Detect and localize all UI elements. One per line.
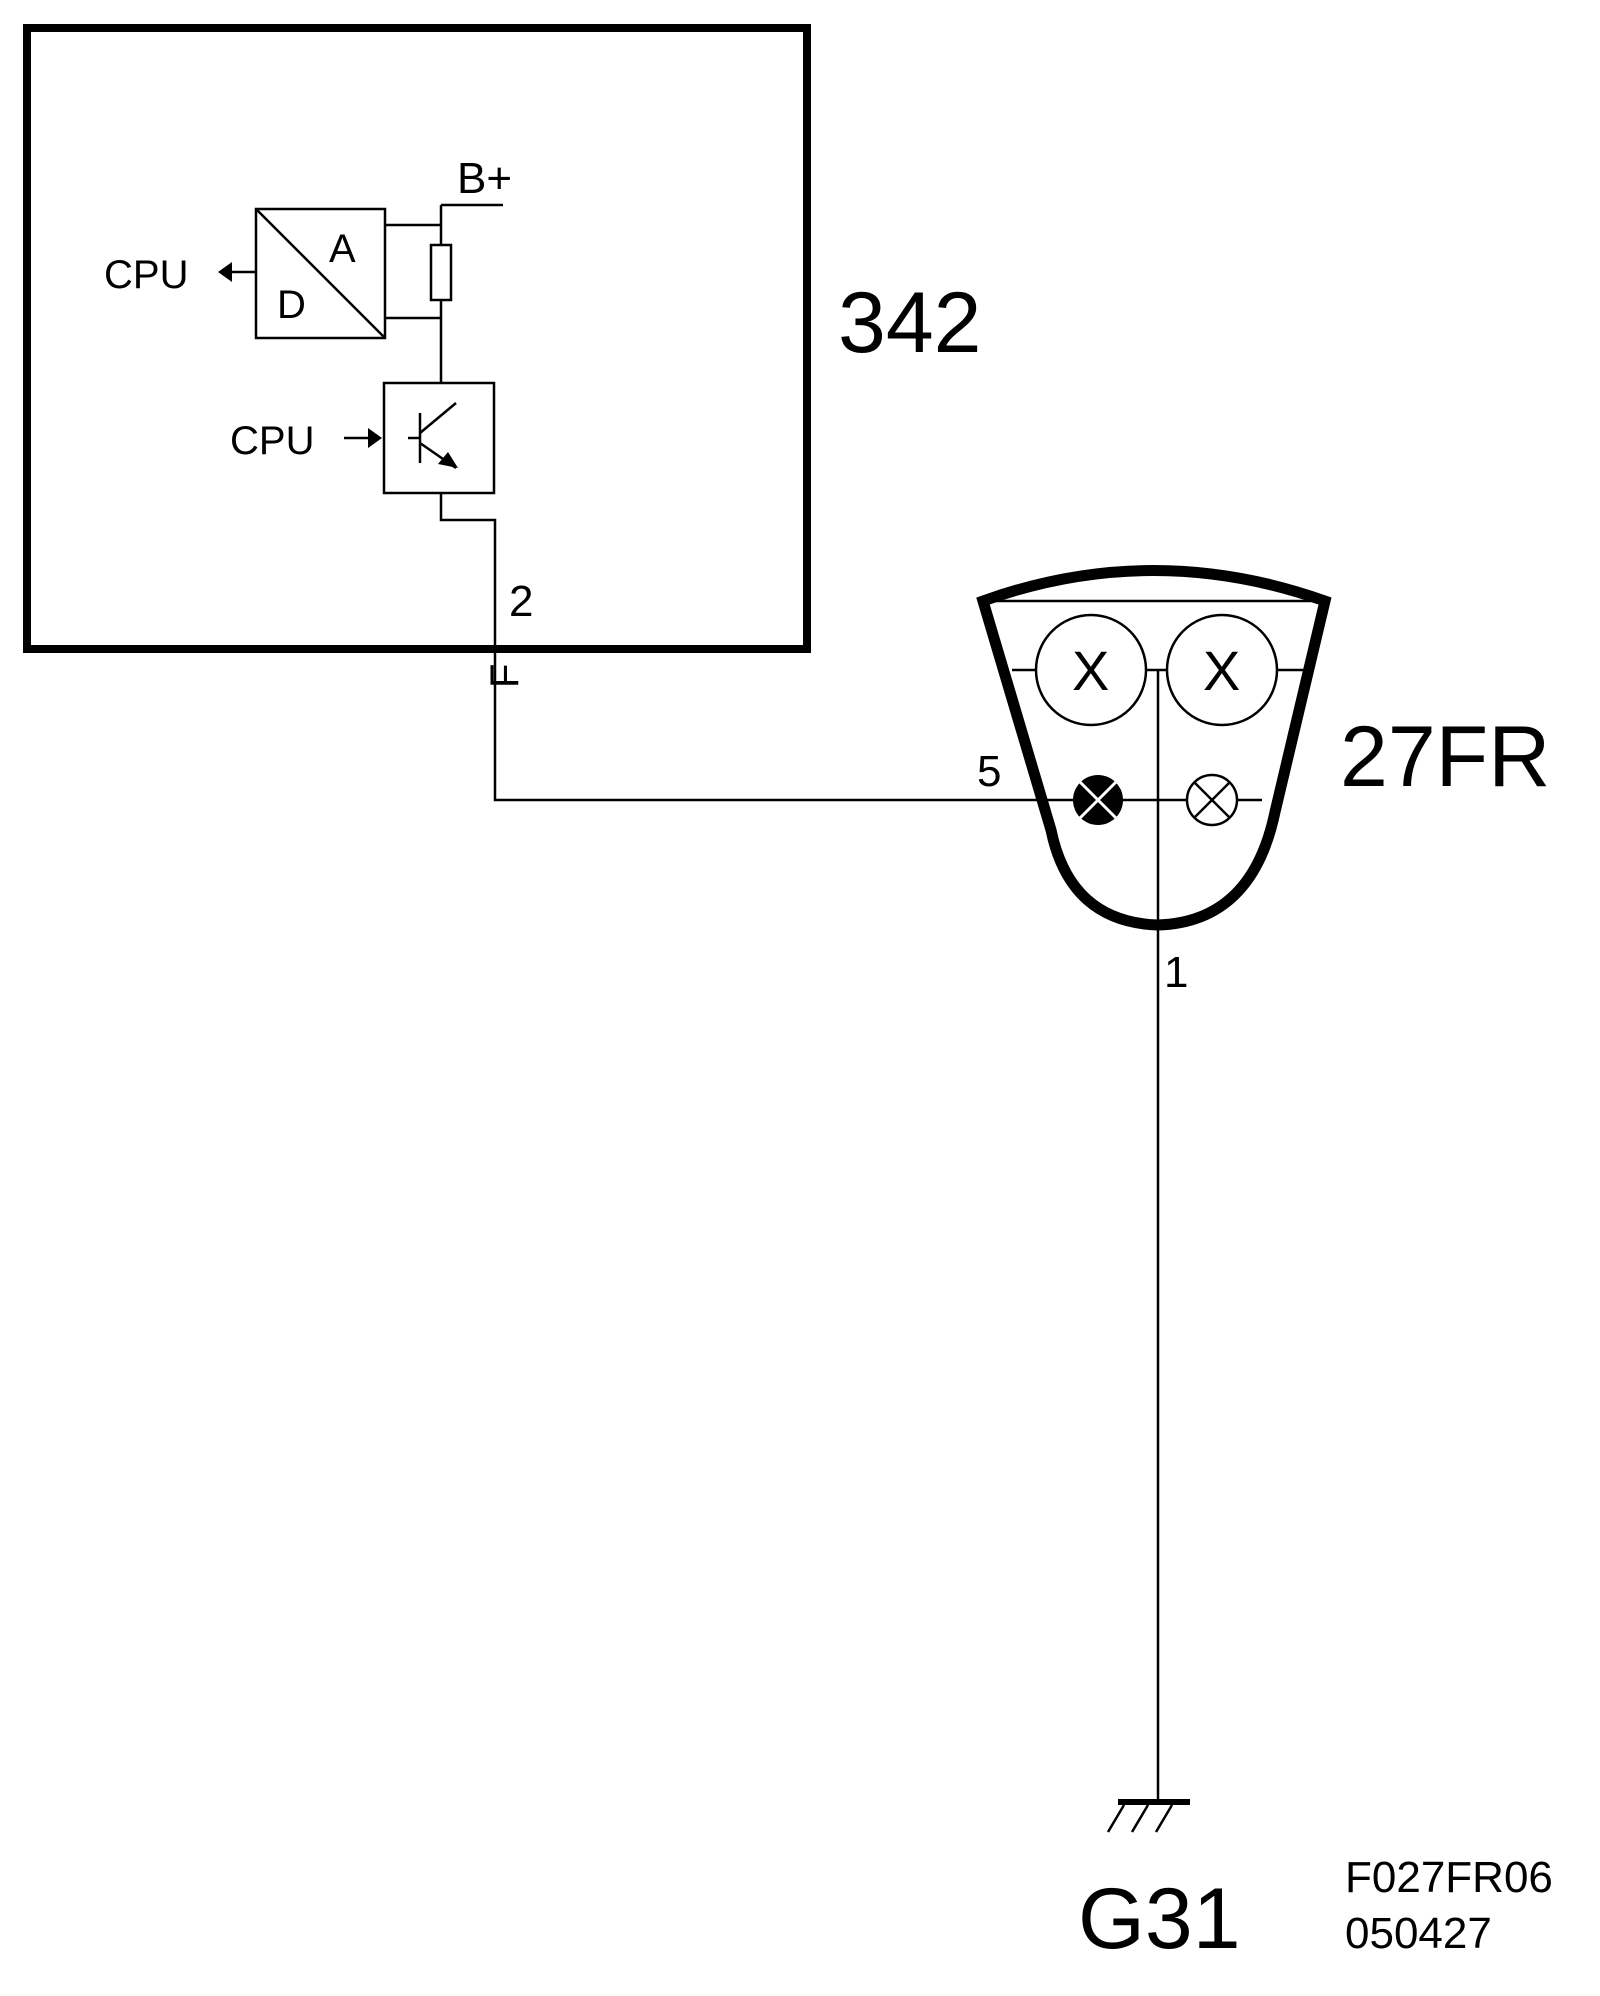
signal-wire (439, 493, 1040, 802)
adc-d-label: D (277, 283, 306, 327)
cpu-output: CPU (104, 253, 256, 297)
b-plus-supply: B+ (439, 154, 512, 245)
lamp-27fr-label: 27FR (1340, 709, 1550, 805)
lamp-housing-outline (976, 565, 1332, 931)
bulb-left-icon (1034, 613, 1148, 727)
lamp-pin-1: 1 (1164, 948, 1188, 997)
b-plus-label: B+ (457, 154, 512, 203)
adc-a-label: A (329, 227, 356, 271)
indicator-bulb-inactive-icon (1185, 773, 1239, 827)
indicator-bulb-active-icon (1073, 775, 1123, 825)
bulb-left-mark: X (1072, 639, 1109, 702)
module-342-box (23, 24, 811, 653)
ground-g31-label: G31 (1078, 1871, 1241, 1967)
adc-feedback-wires (385, 223, 443, 383)
bulb-right-mark: X (1203, 639, 1240, 702)
lamp-unit-27fr: X X (976, 565, 1332, 931)
connector-code-f: F (483, 664, 527, 688)
cpu-in-label: CPU (230, 419, 314, 463)
bulb-right-icon (1165, 613, 1279, 727)
transistor-driver (382, 381, 496, 495)
pullup-resistor (429, 243, 453, 302)
module-pin-2: 2 (509, 577, 533, 626)
lamp-pin-5: 5 (977, 747, 1001, 796)
diagram-code: F027FR06 (1345, 1853, 1553, 1902)
ad-converter: A D (254, 207, 387, 340)
diagram-date: 050427 (1345, 1909, 1492, 1958)
cpu-out-label: CPU (104, 253, 188, 297)
module-342-label: 342 (838, 275, 982, 371)
cpu-input: CPU (230, 419, 382, 463)
ground-icon (1106, 1799, 1190, 1833)
